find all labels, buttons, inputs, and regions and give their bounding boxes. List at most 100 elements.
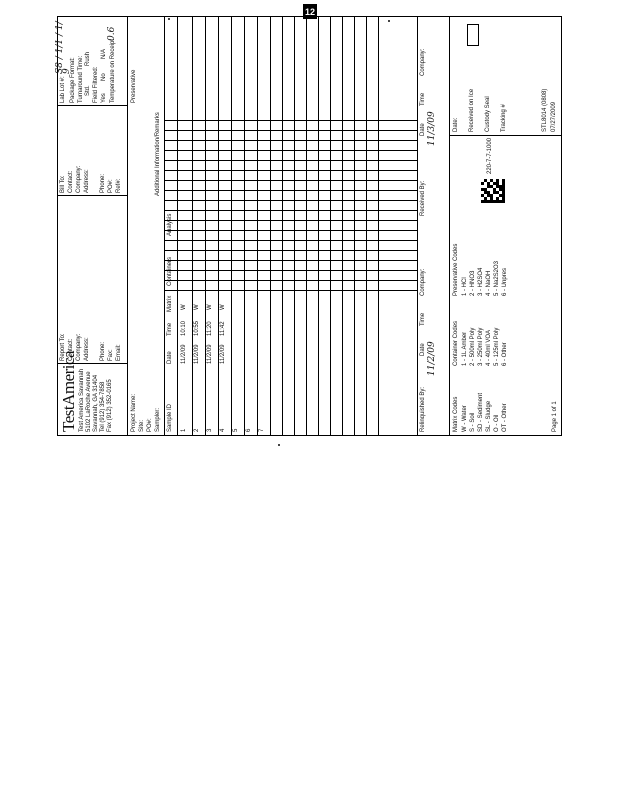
received-date-label: Date bbox=[420, 123, 426, 136]
row-divider bbox=[231, 16, 232, 436]
row-divider bbox=[342, 16, 343, 436]
std-option: Std. bbox=[85, 85, 91, 96]
site-label: Site: bbox=[139, 419, 145, 432]
grid-column-line bbox=[164, 120, 417, 121]
preservative-codes-title: Preservative Codes bbox=[453, 243, 459, 296]
col-containers: Containers bbox=[167, 256, 173, 286]
container-codes-title: Container Codes bbox=[453, 320, 459, 366]
sample-date-cell: 11/2/09 bbox=[207, 344, 213, 364]
row-divider bbox=[378, 16, 379, 436]
row-divider bbox=[244, 16, 245, 436]
grid-column-line bbox=[164, 260, 417, 261]
grid-column-line bbox=[164, 170, 417, 171]
bill-po-label: PO#: bbox=[108, 179, 114, 193]
container-code: 4 - 40ml VOA bbox=[486, 329, 492, 366]
bill-company-label: Company: bbox=[76, 165, 82, 193]
col-sample-id: Sample ID bbox=[167, 403, 173, 432]
sample-matrix-cell: W bbox=[194, 304, 200, 310]
contact-label: Contact: bbox=[68, 338, 74, 361]
matrix-code: S - Soil bbox=[470, 412, 476, 432]
received-time-label: Time bbox=[420, 92, 426, 106]
preservative-code: 3 - H2SO4 bbox=[478, 267, 484, 296]
preservative-code: 4 - NaOH bbox=[486, 270, 492, 296]
lab-address-line: Fax (912) 352-0165 bbox=[107, 379, 113, 432]
yes-option: Yes bbox=[101, 93, 107, 103]
container-code: 1 - 1L Amber bbox=[462, 331, 468, 366]
row-divider bbox=[354, 16, 355, 436]
lab-lot-label: Lab Lot #: bbox=[60, 76, 66, 103]
bill-to-label: Bill To: bbox=[60, 175, 66, 193]
row-divider bbox=[270, 16, 271, 436]
header-rule bbox=[420, 16, 562, 17]
row-divider bbox=[330, 16, 331, 436]
sample-date-cell: 11/2/09 bbox=[194, 344, 200, 364]
sample-id-cell: 6 bbox=[246, 428, 252, 432]
fax-label: Fax: bbox=[108, 349, 114, 361]
turnaround-label: Turnaround Time: bbox=[78, 55, 84, 103]
grid-column-line bbox=[164, 280, 417, 281]
sample-time-cell: 10:55 bbox=[194, 320, 200, 336]
barcode-module bbox=[502, 191, 505, 194]
received-on-ice-label: Received on Ice bbox=[469, 88, 475, 132]
sample-time-cell: 11:42 bbox=[220, 321, 226, 336]
grid-column-line bbox=[164, 250, 417, 251]
report-to-label: Report To: bbox=[60, 333, 66, 361]
preservative-code: 2 - HNO3 bbox=[470, 270, 476, 296]
grid-column-line bbox=[164, 190, 417, 191]
row-divider bbox=[192, 16, 193, 436]
col-date: Date bbox=[167, 351, 173, 364]
grid-column-line bbox=[164, 230, 417, 231]
temperature-label: Temperature on Receipt bbox=[110, 38, 116, 103]
row-divider bbox=[294, 16, 295, 436]
matrix-codes-title: Matrix Codes bbox=[453, 396, 459, 432]
matrix-code: SD - Sediment bbox=[478, 392, 484, 432]
page-of-label: Page 1 of 1 bbox=[552, 401, 558, 432]
temperature-value: 0.6 bbox=[107, 26, 117, 41]
bill-address-label: Address: bbox=[84, 169, 90, 193]
barcode-module bbox=[502, 182, 505, 185]
barcode-module bbox=[502, 185, 505, 188]
po-label: PO#: bbox=[147, 418, 153, 432]
scan-speck bbox=[388, 20, 390, 22]
relinquished-time-label: Time bbox=[420, 312, 426, 326]
lab-address-line: Savannah, GA 31404 bbox=[93, 374, 99, 432]
sample-time-cell: 10:10 bbox=[181, 320, 187, 336]
grid-column-line bbox=[164, 270, 417, 271]
rush-option: Rush bbox=[85, 51, 91, 66]
grid-column-line bbox=[164, 240, 417, 241]
received-by-label: Received By: bbox=[420, 180, 426, 216]
grid-column-line bbox=[164, 210, 417, 211]
grid-column-line bbox=[164, 200, 417, 201]
tracking-label: Tracking # bbox=[501, 104, 507, 132]
row-divider bbox=[306, 16, 307, 436]
scan-speck bbox=[278, 444, 280, 446]
lab-address-line: 5102 LaRoche Avenue bbox=[86, 371, 92, 432]
date-stamp: 07/27/2009 bbox=[551, 101, 557, 132]
preservative-code: 6 - Unpres bbox=[502, 267, 508, 296]
matrix-code: W - Water bbox=[462, 405, 468, 432]
form-id: STL8014 (0808) bbox=[542, 88, 548, 132]
sample-id-cell: 1 bbox=[181, 428, 187, 432]
col-matrix: Matrix bbox=[167, 295, 173, 312]
grid-column-line bbox=[164, 180, 417, 181]
row-divider bbox=[366, 16, 367, 436]
row-divider bbox=[257, 16, 258, 436]
container-code: 6 - Other bbox=[502, 342, 508, 366]
barcode-module bbox=[502, 179, 505, 182]
chain-of-custody-form: TestAmerica Test America Savannah 5102 L… bbox=[55, 16, 562, 436]
preservative-code: 1 - HCl bbox=[462, 277, 468, 296]
lab-address-line: Test America Savannah bbox=[79, 368, 85, 432]
sample-id-cell: 3 bbox=[207, 428, 213, 432]
container-code: 3 - 250ml Poly bbox=[478, 327, 484, 366]
na-option: N/A bbox=[101, 48, 107, 59]
relinquished-date-label: Date bbox=[420, 343, 426, 356]
bill-phone-label: Phone: bbox=[100, 173, 106, 193]
date-label: Date: bbox=[453, 117, 459, 132]
grid-column-line bbox=[164, 290, 417, 291]
address-label: Address: bbox=[84, 337, 90, 361]
bill-ref-label: Ref#: bbox=[116, 178, 122, 193]
matrix-code: SL - Sludge bbox=[486, 400, 492, 432]
preservative-code: 5 - Na2S2O3 bbox=[494, 260, 500, 296]
barcode-module bbox=[502, 194, 505, 197]
relinquished-by-label: Relinquished By: bbox=[420, 386, 426, 432]
